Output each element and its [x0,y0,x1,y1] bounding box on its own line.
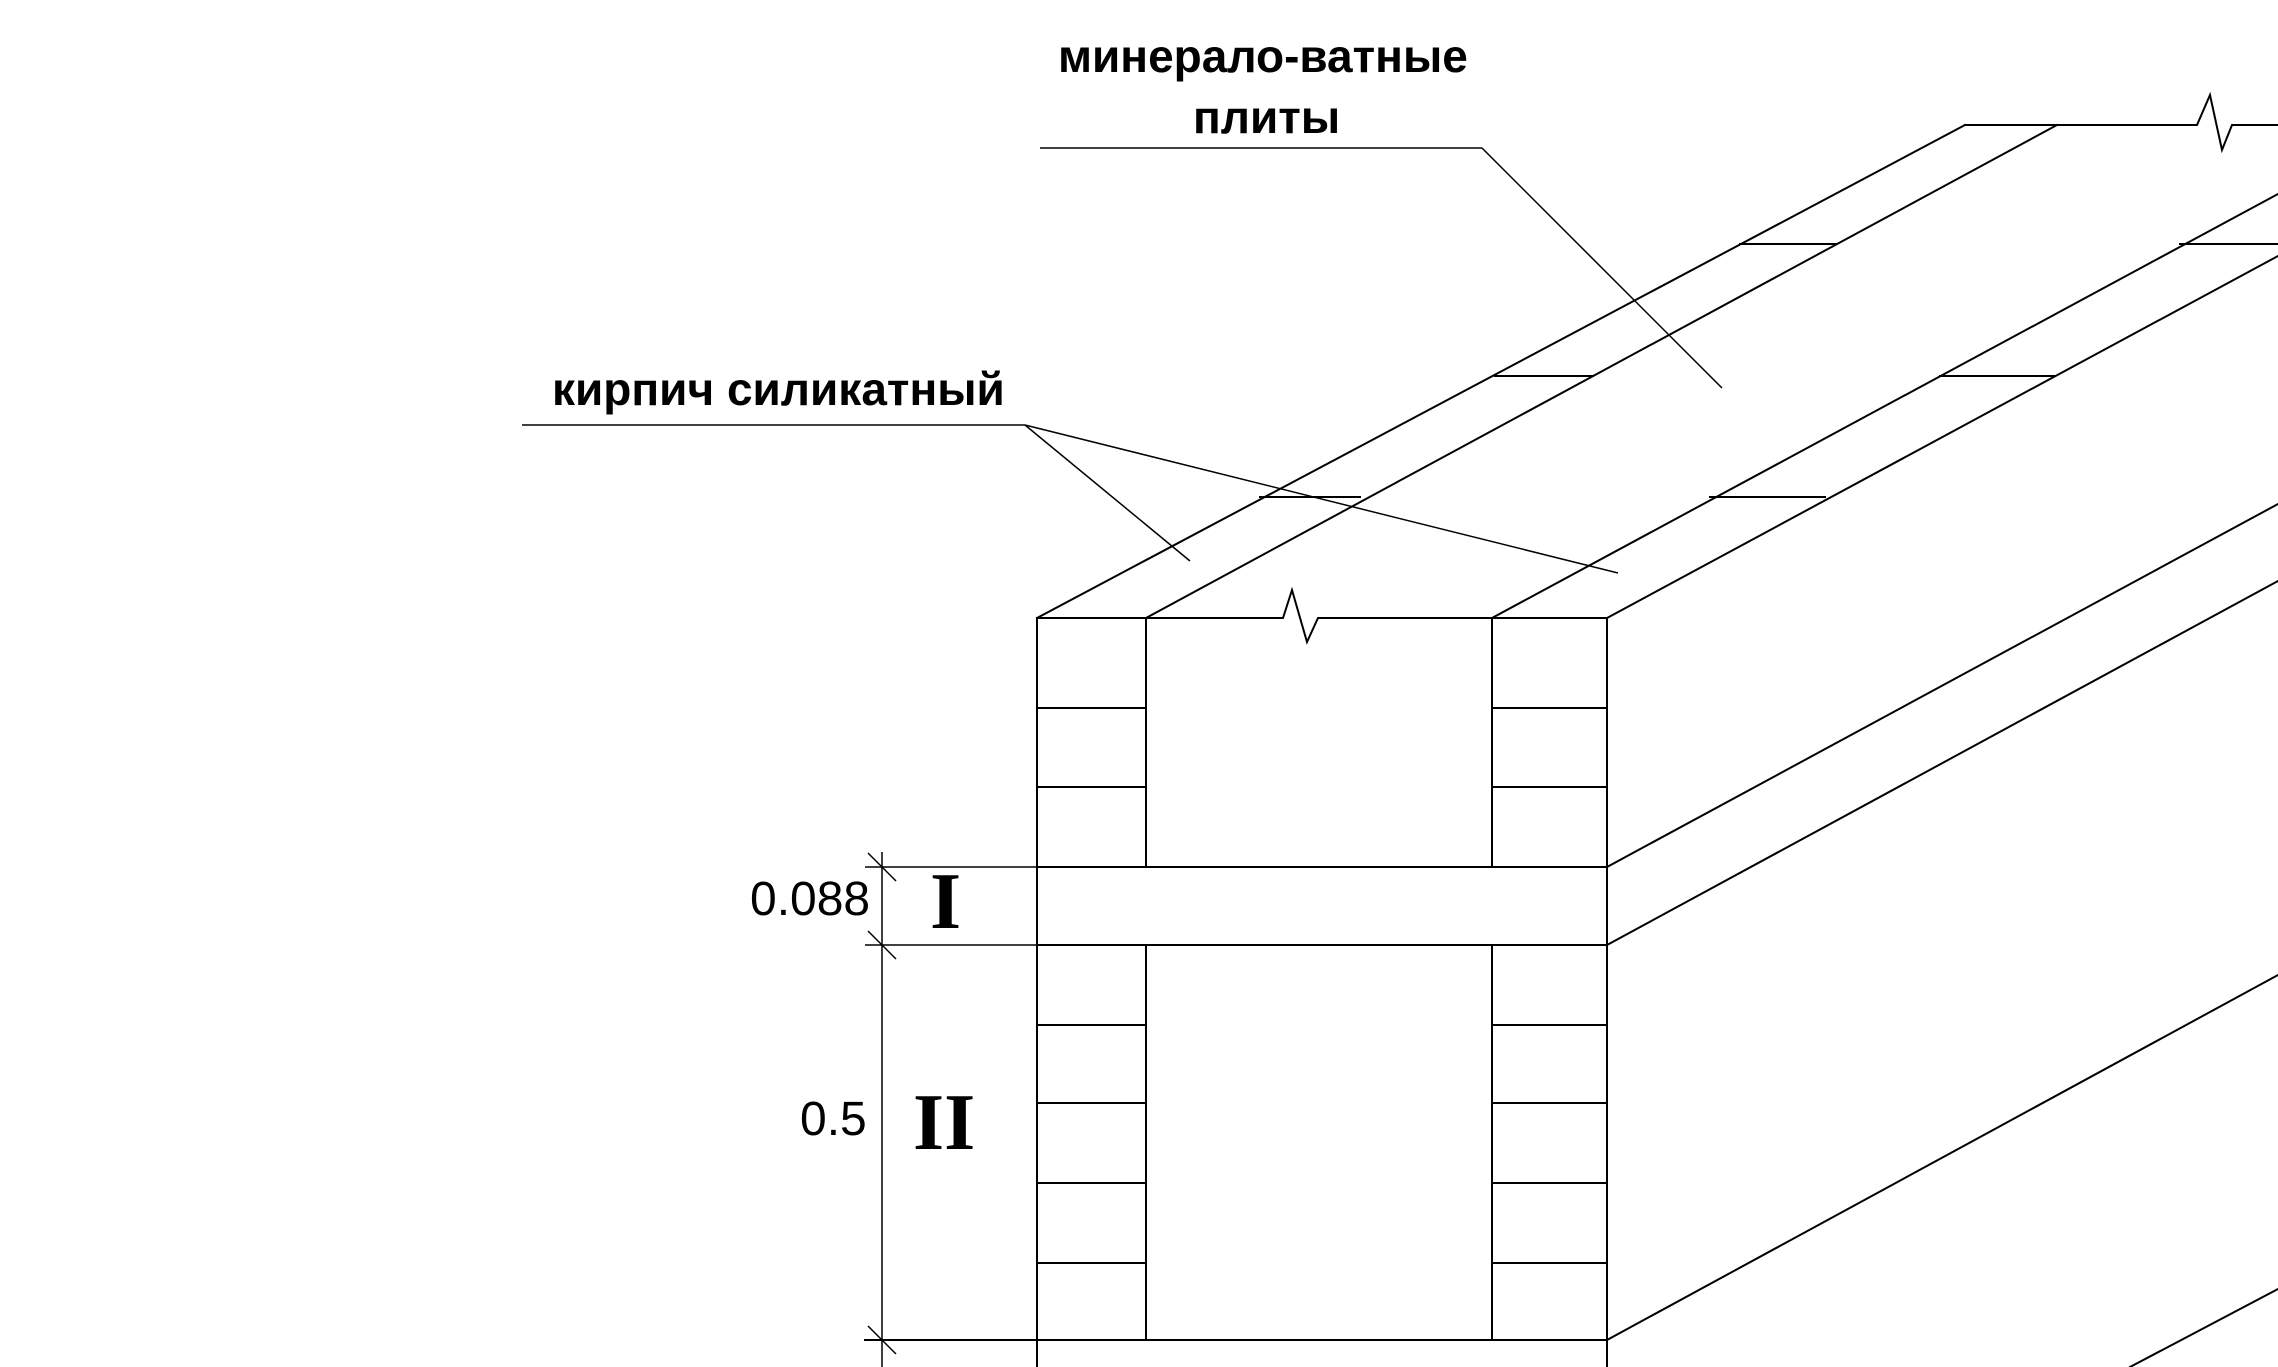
receding-edges [1035,91,2278,1367]
dimension-value-layer-1: 0.088 [750,873,871,926]
top-brick-joints [1259,243,2278,498]
layer-marker-2: II [913,1079,976,1167]
label-mineral-wool-line2: плиты [1193,91,1341,143]
label-silicate-brick: кирпич силикатный [552,363,1005,415]
leader-lines [522,147,1723,574]
brick-joints [1036,707,1608,1264]
dimension-value-layer-2: 0.5 [800,1093,867,1146]
front-face-outline [864,586,1608,1367]
layer-marker-1: I [930,858,962,946]
dimension-line [865,852,1037,1367]
label-mineral-wool-line1: минерало-ватные [1058,30,1468,82]
